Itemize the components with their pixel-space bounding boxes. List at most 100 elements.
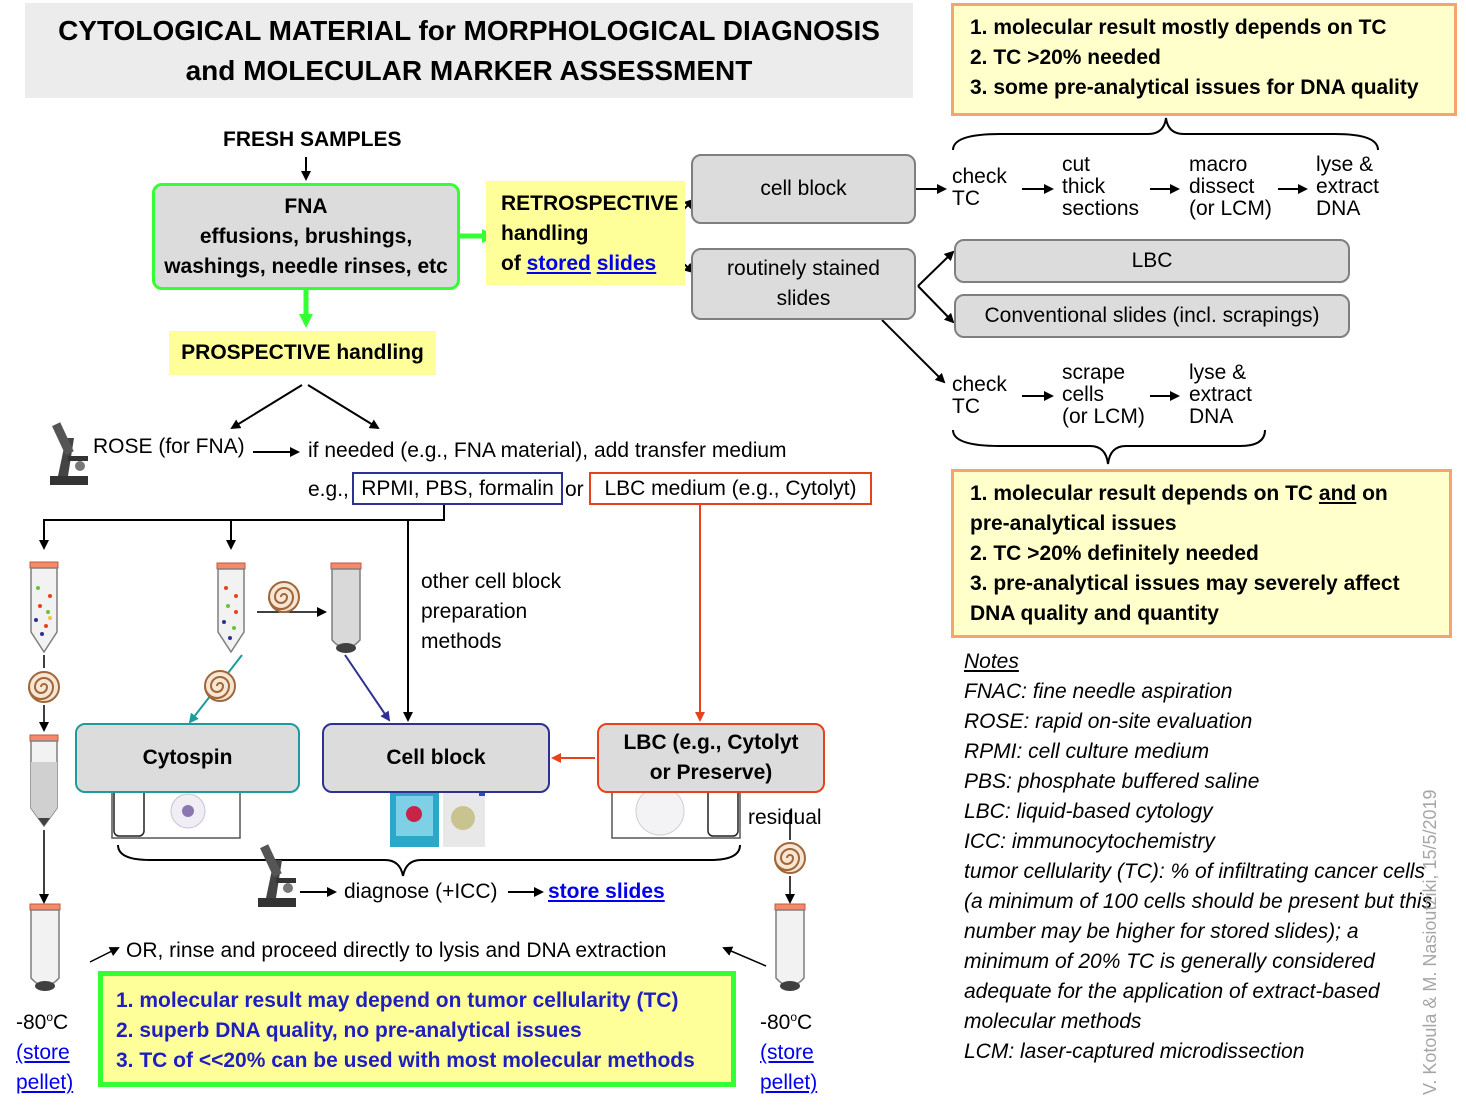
other-methods-line-1: other cell block — [421, 570, 562, 593]
retrospective-line-2: handling — [501, 222, 589, 245]
mid-right-line-1-and: and — [1318, 482, 1357, 505]
right-store-temp-value: -80 — [760, 1011, 791, 1034]
routine-slides-box: routinely stained slides — [691, 248, 916, 320]
right-store-temp: -80oC — [760, 1002, 817, 1038]
title-line-1: CYTOLOGICAL MATERIAL for MORPHOLOGICAL D… — [58, 14, 880, 46]
note-item: LBC: liquid-based cytology — [964, 800, 1213, 823]
flow-top-macro: macro dissect (or LCM) — [1189, 154, 1272, 220]
left-store-unit: C — [53, 1011, 69, 1034]
top-right-line-1: 1. molecular result mostly depends on TC — [970, 16, 1387, 39]
notes-heading: Notes — [964, 650, 1019, 673]
right-store-link-2[interactable]: pellet) — [760, 1071, 818, 1094]
tube-left-1 — [29, 561, 59, 654]
bottom-summary-line-1: 1. molecular result may depend on tumor … — [116, 989, 679, 1012]
flow-top-lyse: lyse & extract DNA — [1316, 154, 1379, 220]
flow-top-lyse-line-1: lyse & — [1316, 153, 1374, 176]
title-line-2: and MOLECULAR MARKER ASSESSMENT — [185, 54, 753, 86]
brace-bottom — [952, 429, 1266, 465]
right-store-unit: C — [797, 1011, 813, 1034]
cell-block-top-label: cell block — [760, 177, 847, 200]
mid-right-line-1: 1. molecular result depends on TC and on — [970, 479, 1433, 509]
cell-block-top-box: cell block — [691, 154, 916, 224]
retrospective-line-3: of stored slides — [501, 249, 670, 279]
credit-label: V. Kotoula & M. Nasioutziki, 15/5/2019 — [1420, 789, 1440, 1095]
flow-bottom-scrape-line-1: scrape — [1062, 361, 1126, 384]
flow-top-check-line-1: check — [952, 165, 1007, 188]
fna-line-3: washings, needle rinses, etc — [164, 254, 448, 278]
transfer-label: if needed (e.g., FNA material), add tran… — [308, 439, 787, 462]
prospective-box: PROSPECTIVE handling — [169, 331, 436, 375]
spin-icon-top — [268, 581, 300, 613]
fresh-samples-label: FRESH SAMPLES — [223, 128, 402, 151]
top-right-summary-box: 1. molecular result mostly depends on TC… — [951, 3, 1457, 116]
flow-top-cut: cut thick sections — [1062, 154, 1139, 220]
flow-top-lyse-line-2: extract — [1316, 175, 1380, 198]
flow-top-macro-line-1: macro — [1189, 153, 1248, 176]
spin-icon-mid — [204, 670, 236, 702]
arrow-prosp-to-rose — [230, 384, 303, 430]
lbc-slides-box: LBC — [954, 239, 1350, 283]
tube-left-store — [29, 903, 61, 991]
flow-bottom-check: check TC — [952, 374, 1007, 418]
tube-left-2 — [29, 734, 59, 828]
tube-right-store — [774, 903, 806, 991]
notes-block: Notes FNAC: fine needle aspiration ROSE:… — [964, 647, 1434, 1067]
stored-link[interactable]: stored — [526, 252, 591, 275]
mid-right-line-3: 2. TC >20% definitely needed — [970, 542, 1259, 565]
flow-top-check: check TC — [952, 166, 1007, 210]
cell-block-label: Cell block — [386, 746, 486, 769]
arrow-rinse-left — [89, 947, 120, 963]
other-methods-line-2: preparation — [421, 600, 528, 623]
tube-cellblock — [330, 562, 362, 653]
residual-label: residual — [748, 806, 822, 829]
media-eg: e.g., — [308, 478, 349, 501]
cellblock-cassette-image — [390, 788, 485, 847]
retrospective-line-1: RETROSPECTIVE — [501, 192, 679, 215]
note-item: RPMI: cell culture medium — [964, 740, 1210, 763]
left-store-link-1[interactable]: (store — [16, 1041, 70, 1064]
left-store-temp: -80oC — [16, 1002, 73, 1038]
lbc-slide-image — [611, 783, 741, 839]
note-item: tumor cellularity (TC): % of infiltratin… — [964, 860, 1433, 1033]
mid-right-line-2: pre-analytical issues — [970, 512, 1177, 535]
top-right-line-3: 3. some pre-analytical issues for DNA qu… — [970, 76, 1419, 99]
cytospin-box: Cytospin — [75, 723, 300, 793]
lbc-result-line-1: LBC (e.g., Cytolyt — [623, 731, 799, 754]
mid-right-line-1b: on — [1356, 482, 1388, 505]
rpmi-box: RPMI, PBS, formalin — [352, 472, 563, 505]
conventional-slides-box: Conventional slides (incl. scrapings) — [954, 294, 1350, 338]
flow-bottom-scrape-line-3: (or LCM) — [1062, 405, 1145, 428]
flow-bottom-lyse-line-2: extract — [1189, 383, 1253, 406]
flow-top-macro-line-3: (or LCM) — [1189, 197, 1272, 220]
spin-icon-left — [28, 671, 60, 703]
rpmi-label: RPMI, PBS, formalin — [361, 477, 554, 500]
flow-top-lyse-line-3: DNA — [1316, 197, 1361, 220]
mid-right-line-1a: 1. molecular result depends on TC — [970, 482, 1319, 505]
cytospin-label: Cytospin — [142, 746, 233, 769]
arrow-routine-to-lbc — [917, 250, 955, 287]
left-store-link-2[interactable]: pellet) — [16, 1071, 74, 1094]
routine-slides-line-2: slides — [776, 287, 831, 310]
cell-block-box: Cell block — [322, 723, 550, 793]
bottom-summary-line-2: 2. superb DNA quality, no pre-analytical… — [116, 1019, 582, 1042]
title-block: CYTOLOGICAL MATERIAL for MORPHOLOGICAL D… — [25, 3, 913, 98]
flow-bottom-lyse: lyse & extract DNA — [1189, 362, 1252, 428]
diagnose-label: diagnose (+ICC) — [344, 880, 498, 903]
arrow-tube-to-cellblock — [344, 654, 391, 722]
prospective-label: PROSPECTIVE handling — [181, 341, 424, 364]
other-methods-line-3: methods — [421, 630, 502, 653]
flow-top-check-line-2: TC — [952, 187, 980, 210]
mid-right-line-4: 3. pre-analytical issues may severely af… — [970, 572, 1400, 595]
lbc-result-box: LBC (e.g., Cytolyt or Preserve) — [597, 723, 825, 793]
left-store-label: -80oC (store pellet) — [16, 1002, 73, 1098]
store-slides-link[interactable]: store slides — [548, 880, 665, 903]
slides-link[interactable]: slides — [596, 252, 657, 275]
note-item: ICC: immunocytochemistry — [964, 830, 1215, 853]
arrow-to-left-tube — [39, 505, 445, 550]
mid-right-line-5: DNA quality and quantity — [970, 602, 1219, 625]
right-store-link-1[interactable]: (store — [760, 1041, 814, 1064]
note-item: FNAC: fine needle aspiration — [964, 680, 1233, 703]
tube-mid — [216, 562, 246, 654]
flow-bottom-lyse-line-1: lyse & — [1189, 361, 1247, 384]
